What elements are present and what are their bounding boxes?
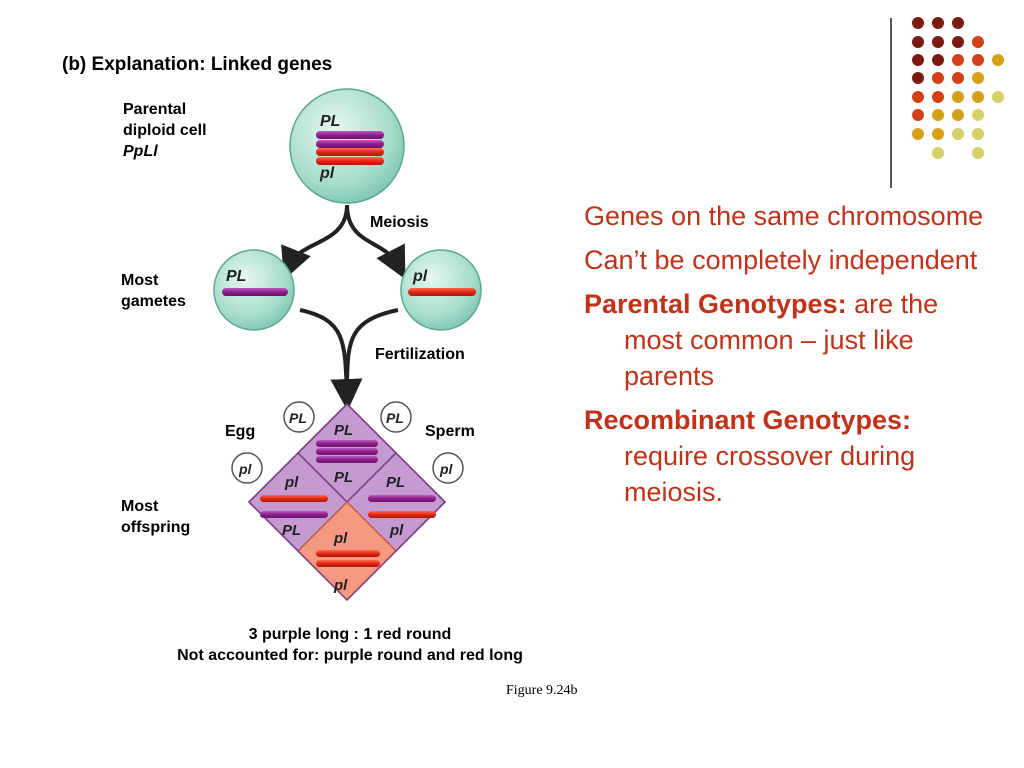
gamete-right-cell: pl — [400, 249, 482, 331]
bullet-item: Can’t be completely independent — [584, 245, 978, 275]
meiosis-arrow-right — [345, 204, 406, 280]
egg-gamete-pl-top: PL — [283, 401, 315, 433]
red-chromosome — [408, 288, 476, 296]
most-gametes-label: Most gametes — [121, 272, 186, 310]
fertilization-arrow-right — [345, 308, 399, 381]
punnett-square: PL PL pl PL PL pl pl pl — [247, 402, 447, 602]
purple-chromosome — [316, 131, 384, 139]
purple-chromosome — [222, 288, 288, 296]
decorative-dots — [912, 17, 1004, 159]
most-offspring-label: Most offspring — [121, 498, 191, 536]
egg-label: Egg — [225, 423, 256, 440]
svg-text:pl: pl — [333, 577, 348, 594]
svg-text:pl: pl — [333, 530, 348, 547]
slide-title: (b) Explanation: Linked genes — [62, 54, 333, 75]
bullet-item: Genes on the same chromosome — [584, 201, 984, 231]
egg-gamete-pl-low: pl — [231, 452, 263, 484]
meiosis-arrow-left — [281, 204, 349, 280]
svg-text:PL: PL — [386, 410, 404, 426]
not-accounted-line: Not accounted for: purple round and red … — [177, 647, 523, 664]
ratio-summary: 3 purple long : 1 red round Not accounte… — [110, 624, 590, 666]
ratio-line: 3 purple long : 1 red round — [248, 626, 452, 643]
linked-genes-diagram: PL pl PL pl PL PL — [213, 88, 482, 602]
svg-text:PL: PL — [289, 410, 307, 426]
parental-cell: PL pl — [289, 88, 405, 204]
parent-bottom-label: pl — [319, 165, 335, 182]
gamete-right-label: pl — [412, 268, 428, 285]
meiosis-label: Meiosis — [370, 214, 429, 231]
parental-label: Parental diploid cell PpLl — [123, 101, 207, 160]
gamete-left-label: PL — [226, 268, 246, 285]
sperm-gamete-pl-low: pl — [432, 452, 464, 484]
parent-top-label: PL — [320, 113, 340, 130]
svg-text:PL: PL — [334, 469, 353, 486]
fertilization-arrow — [299, 308, 363, 411]
fertilization-label: Fertilization — [375, 346, 465, 363]
sperm-label: Sperm — [425, 423, 475, 440]
parental-genotype: PpLl — [123, 143, 158, 160]
svg-text:PL: PL — [334, 422, 353, 439]
svg-text:PL: PL — [386, 474, 405, 491]
bullet-item: Parental Genotypes: are the most common … — [584, 289, 939, 391]
figure-caption: Figure 9.24b — [506, 683, 578, 698]
divider-line — [890, 18, 892, 188]
bullet-list: Genes on the same chromosome Can’t be co… — [584, 198, 984, 518]
gamete-left-cell: PL — [213, 249, 295, 331]
red-chromosome — [316, 157, 384, 165]
purple-chromosome — [316, 140, 384, 148]
red-chromosome — [316, 148, 384, 156]
sperm-gamete-pl-top: PL — [380, 401, 412, 433]
svg-text:pl: pl — [389, 522, 404, 539]
svg-text:PL: PL — [282, 522, 301, 539]
svg-text:pl: pl — [439, 461, 454, 477]
svg-text:pl: pl — [284, 474, 299, 491]
svg-text:pl: pl — [238, 461, 253, 477]
bullet-item: Recombinant Genotypes: require crossover… — [584, 405, 916, 507]
